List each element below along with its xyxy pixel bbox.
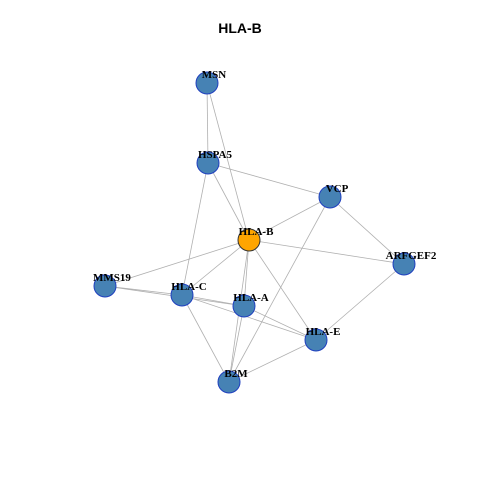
edge-arfgef2-hla-e [315, 263, 405, 341]
node-circle [196, 151, 220, 175]
node-circle [93, 274, 117, 298]
node-label: HLA-E [306, 326, 341, 338]
node-circle [237, 228, 261, 252]
edge-hla-b-arfgef2 [248, 239, 405, 265]
node-circle [170, 283, 194, 307]
node-circle [217, 370, 241, 394]
edge-hspa5-vcp [207, 162, 331, 198]
edge-vcp-hla-b [248, 196, 331, 241]
edge-vcp-b2m [228, 196, 331, 383]
node-circle [304, 328, 328, 352]
node-hspa5: HSPA5 [196, 149, 233, 175]
node-msn: MSN [195, 69, 227, 95]
node-circle [392, 252, 416, 276]
edge-hla-a-hla-e [243, 305, 317, 341]
node-mms19: MMS19 [93, 272, 131, 298]
edge-msn-hspa5 [206, 82, 209, 164]
node-circle [318, 185, 342, 209]
edge-msn-hla-b [206, 82, 250, 241]
node-label: HLA-A [233, 292, 269, 304]
node-vcp: VCP [318, 183, 349, 209]
node-label: MMS19 [93, 272, 131, 284]
edge-hla-b-hla-c [181, 239, 250, 296]
node-circle [195, 71, 219, 95]
node-label: HSPA5 [198, 149, 233, 161]
node-label: MSN [202, 69, 227, 81]
node-arfgef2: ARFGEF2 [386, 250, 437, 276]
edge-hspa5-hla-b [207, 162, 250, 241]
edge-vcp-arfgef2 [329, 196, 405, 265]
node-label: ARFGEF2 [386, 250, 437, 262]
edge-hspa5-hla-c [181, 162, 209, 296]
edge-hla-b-hla-e [248, 239, 317, 341]
edge-hla-c-b2m [181, 294, 230, 383]
edge-hla-e-b2m [228, 339, 317, 383]
diagram-title: HLA-B [218, 20, 262, 36]
node-label: HLA-C [171, 281, 207, 293]
node-label: B2M [224, 368, 248, 380]
node-hla-b: HLA-B [237, 226, 275, 252]
node-label: VCP [326, 183, 349, 195]
edge-hla-a-b2m [228, 305, 245, 383]
node-hla-c: HLA-C [170, 281, 207, 307]
node-hla-a: HLA-A [232, 292, 269, 318]
node-circle [232, 294, 256, 318]
node-b2m: B2M [217, 368, 248, 394]
edge-hla-b-mms19 [104, 239, 250, 287]
edge-hla-c-hla-e [181, 294, 317, 341]
node-label: HLA-B [239, 226, 275, 238]
node-hla-e: HLA-E [304, 326, 341, 352]
